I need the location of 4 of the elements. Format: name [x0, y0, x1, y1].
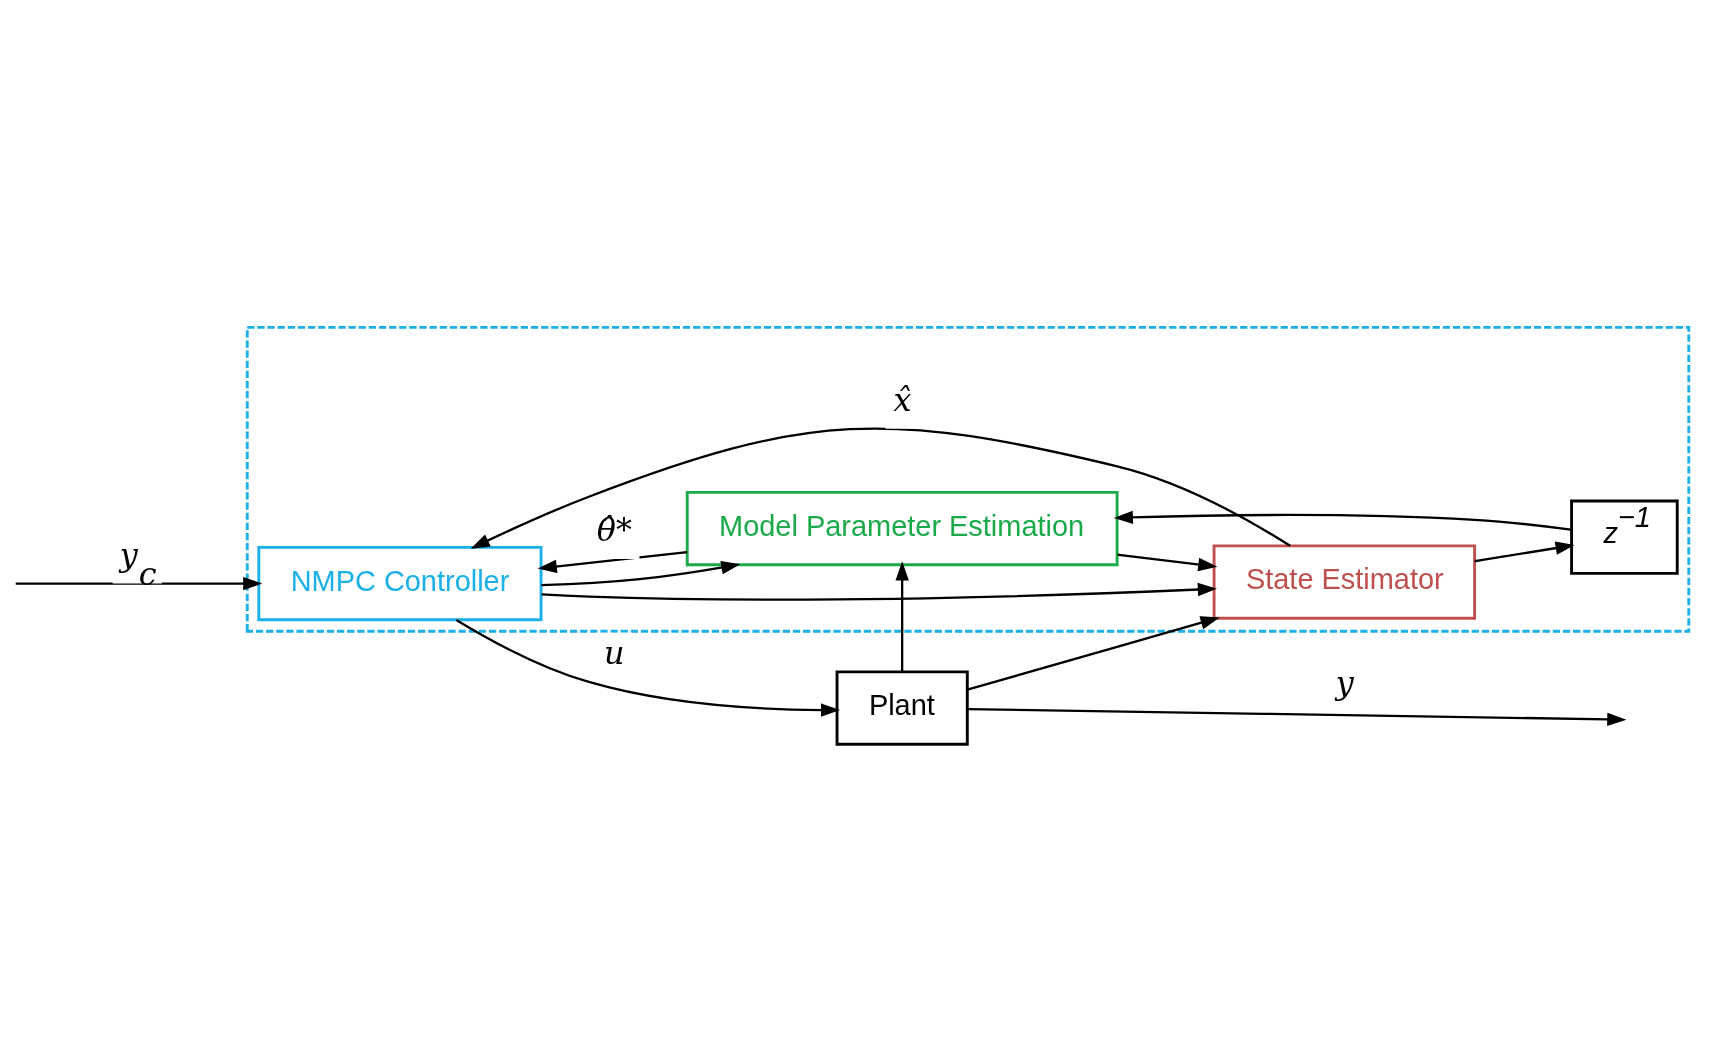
edge-label: θ̂* — [596, 511, 632, 549]
edge-label: u — [604, 634, 625, 673]
edge-label: y — [1335, 664, 1354, 703]
edge-label: x̂ — [893, 380, 912, 419]
